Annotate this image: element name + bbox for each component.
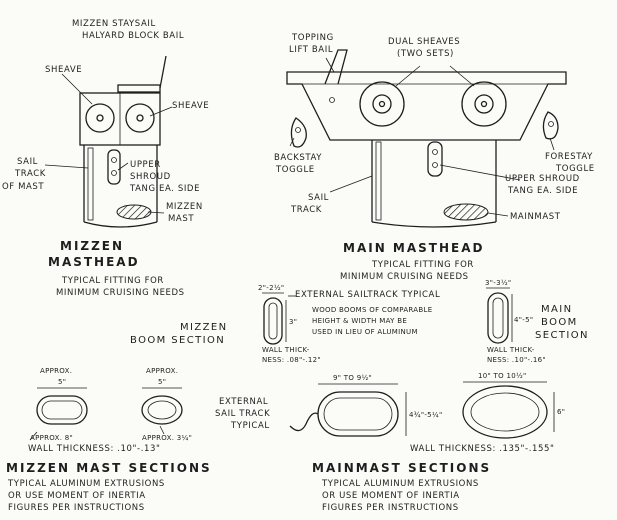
mizzen-masthead-sub: TYPICAL FITTING FOR [61, 276, 164, 286]
forestay-toggle-label-2: TOGGLE [555, 164, 595, 174]
mizzen-wall-thickness: WALL THICKNESS: .10"-.13" [28, 444, 161, 454]
main-masthead-sub: TYPICAL FITTING FOR [371, 260, 474, 270]
dual-sheaves-label-2: (TWO SETS) [397, 49, 454, 59]
mizzen-approx-label-2: APPROX. [146, 367, 178, 375]
main-boom-title-2: BOOM [541, 317, 578, 328]
mizzen-mast-label: MIZZEN [166, 202, 203, 212]
boom-sections-drawing [262, 287, 513, 345]
forestay-toggle-label: FORESTAY [545, 152, 593, 162]
backstay-toggle-label-2: TOGGLE [275, 165, 315, 175]
mizzen-sections-sub-2: OR USE MOMENT OF INERTIA [8, 491, 146, 501]
wood-booms-note: WOOD BOOMS OF COMPARABLE [312, 306, 432, 314]
main-masthead-drawing [286, 49, 567, 228]
mizzen-masthead-drawing [44, 55, 173, 228]
mainmast-sections-title: MAINMAST SECTIONS [312, 461, 491, 475]
external-sailtrack-label: EXTERNAL SAILTRACK TYPICAL [295, 290, 440, 300]
mizzen-boom-width: 2"-2½" [258, 284, 284, 292]
mizzen-approx-value: 5" [58, 378, 66, 386]
mizzen-boom-wall: WALL THICK- [262, 346, 310, 354]
wood-booms-note-2: HEIGHT & WIDTH MAY BE [312, 317, 407, 325]
topping-lift-label: TOPPING [291, 33, 334, 43]
main-upper-shroud-label: UPPER SHROUD [505, 174, 580, 184]
mizzen-masthead-title: MIZZEN [60, 239, 124, 253]
external-track-label-2: SAIL TRACK [215, 409, 270, 419]
wood-booms-note-3: USED IN LIEU OF ALUMINUM [312, 328, 418, 336]
main-boom-title: MAIN [541, 304, 573, 315]
mizzen-masthead-sub-2: MINIMUM CRUISING NEEDS [56, 288, 185, 298]
mast-sections-drawing [29, 381, 555, 441]
main-boom-wall-2: NESS: .10"-.16" [487, 356, 546, 364]
main-sections-sub-2: OR USE MOMENT OF INERTIA [322, 491, 460, 501]
mizzen-track-label: TRACK [14, 169, 46, 179]
mizzen-approx34-label: APPROX. 3¼" [142, 434, 192, 442]
main-sail-label: SAIL [308, 193, 329, 203]
main-boom-height: 4"-5" [514, 316, 533, 324]
mizzen-approx-value-2: 5" [158, 378, 166, 386]
mizzen-masthead-title-2: MASTHEAD [48, 255, 140, 269]
mizzen-boom-title: MIZZEN [180, 322, 227, 333]
main-masthead-sub-2: MINIMUM CRUISING NEEDS [340, 272, 469, 282]
mizzen-sections-sub: TYPICAL ALUMINUM EXTRUSIONS [7, 479, 165, 489]
main-tang-label: TANG EA. SIDE [507, 186, 578, 196]
mizzen-boom-wall-2: NESS: .08"-.12" [262, 356, 321, 364]
mizzen-sheave-right-label: SHEAVE [172, 101, 209, 111]
mizzen-boom-height: 3" [289, 318, 297, 326]
main-masthead-title: MAIN MASTHEAD [343, 241, 484, 255]
main-section-height-2: 6" [557, 408, 565, 416]
main-boom-title-3: SECTION [535, 330, 589, 341]
mizzen-staysail-label: MIZZEN STAYSAIL [72, 19, 156, 29]
backstay-toggle-label: BACKSTAY [274, 153, 322, 163]
mizzen-shroud-label: SHROUD [130, 172, 171, 182]
mizzen-sheave-left-label: SHEAVE [45, 65, 82, 75]
main-wall-thickness: WALL THICKNESS: .135"-.155" [410, 444, 555, 454]
main-boom-width: 3"-3½" [485, 279, 511, 287]
mizzen-sections-sub-3: FIGURES PER INSTRUCTIONS [8, 503, 145, 513]
mizzen-mast-sections-title: MIZZEN MAST SECTIONS [6, 461, 212, 475]
main-sections-sub-3: FIGURES PER INSTRUCTIONS [322, 503, 459, 513]
main-track-label: TRACK [290, 205, 322, 215]
main-sections-sub: TYPICAL ALUMINUM EXTRUSIONS [321, 479, 479, 489]
external-track-label-3: TYPICAL [230, 421, 270, 431]
mizzen-tang-label: TANG EA. SIDE [129, 184, 200, 194]
main-section-width-2: 10" TO 10½" [478, 372, 527, 380]
mizzen-upper-label: UPPER [130, 160, 161, 170]
mizzen-boom-title-2: BOOM SECTION [130, 335, 225, 346]
main-boom-wall: WALL THICK- [487, 346, 535, 354]
mizzen-approx8-label: APPROX. 8" [30, 434, 73, 442]
topping-lift-label-2: LIFT BAIL [289, 45, 333, 55]
main-section-width-1: 9" TO 9½" [333, 374, 372, 382]
dual-sheaves-label: DUAL SHEAVES [388, 37, 460, 47]
external-track-label: EXTERNAL [219, 397, 268, 407]
mizzen-sail-label: SAIL [17, 157, 38, 167]
mizzen-mast-label-2: MAST [168, 214, 194, 224]
main-section-height-1: 4¾"-5¼" [409, 411, 443, 419]
mainmast-label: MAINMAST [510, 212, 561, 222]
mizzen-approx-label: APPROX. [40, 367, 72, 375]
mizzen-bail-label: HALYARD BLOCK BAIL [82, 31, 184, 41]
mizzen-of-mast-label: OF MAST [2, 182, 44, 192]
